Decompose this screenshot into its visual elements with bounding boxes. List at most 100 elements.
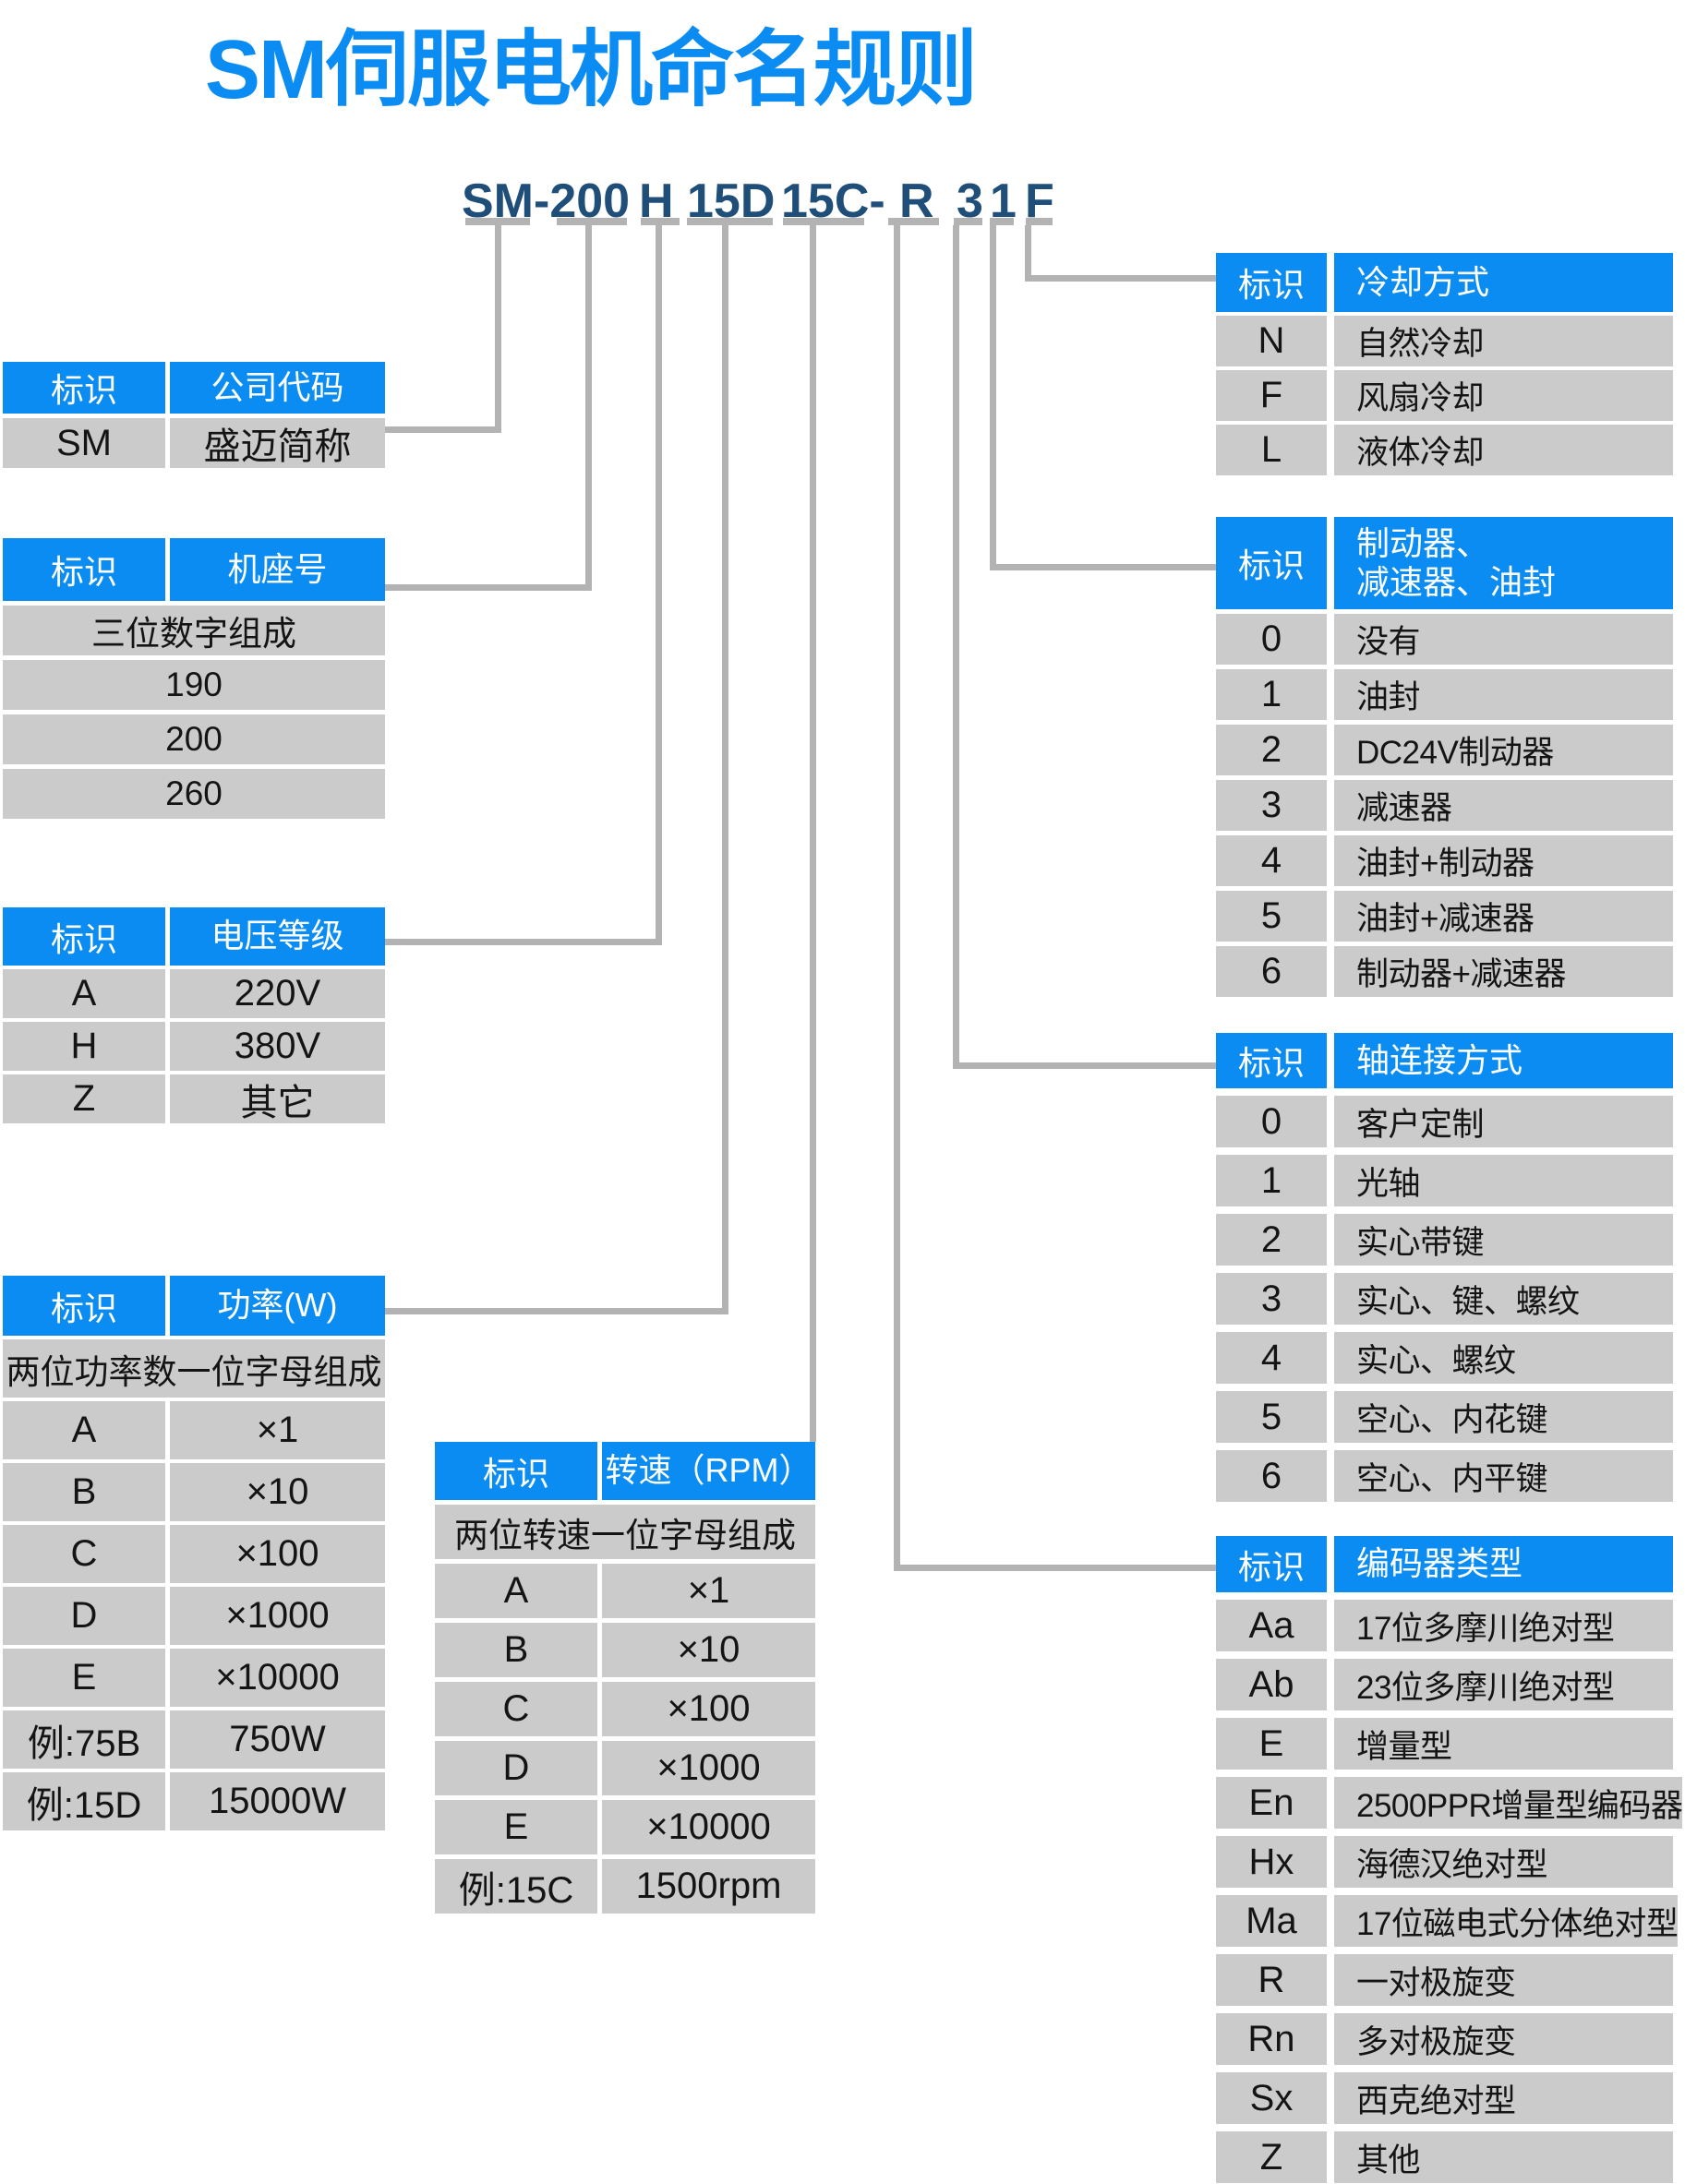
table-cell-code: 1 xyxy=(1216,669,1327,720)
table-cell-span: 两位功率数一位字母组成 xyxy=(3,1339,385,1398)
connector-200-horizontal xyxy=(385,584,592,591)
header-cell-title: 转速（RPM） xyxy=(602,1442,815,1500)
table-cell-value: 750W xyxy=(170,1710,385,1769)
table-cell-value: 实心带键 xyxy=(1334,1214,1673,1266)
table-cell-value: 17位多摩川绝对型 xyxy=(1334,1600,1673,1651)
table-cell-code: 0 xyxy=(1216,614,1327,665)
table-cell-value: 实心、键、螺纹 xyxy=(1334,1273,1673,1325)
table-header-row: 标识转速（RPM） xyxy=(435,1442,815,1500)
underline-1 xyxy=(990,218,1014,225)
connector-15d-vertical xyxy=(722,225,728,1314)
header-cell-id: 标识 xyxy=(3,907,165,966)
table-cell-value: ×10000 xyxy=(602,1800,815,1854)
connector-200-vertical xyxy=(585,225,592,591)
table-cell-code: A xyxy=(3,969,165,1018)
underline-sm xyxy=(465,218,530,225)
table-header-row: 标识冷却方式 xyxy=(1216,253,1673,312)
table-cell-code: A xyxy=(3,1401,165,1459)
connector-3-vertical xyxy=(953,225,959,1069)
table-header-row: 标识制动器、 减速器、油封 xyxy=(1216,517,1673,609)
table-cell-code: Rn xyxy=(1216,2013,1327,2065)
table-cell-value: ×100 xyxy=(602,1682,815,1736)
table-cell-value: 自然冷却 xyxy=(1334,316,1673,366)
table-cell-value: 空心、内平键 xyxy=(1334,1450,1673,1502)
table-cell-span: 两位转速一位字母组成 xyxy=(435,1505,815,1559)
table-cell-code: 6 xyxy=(1216,946,1327,997)
table-cell-code: Z xyxy=(1216,2131,1327,2183)
table-cell-value: 17位磁电式分体绝对型 xyxy=(1334,1895,1679,1947)
table-cell-code: En xyxy=(1216,1777,1327,1829)
table-cell-code: 6 xyxy=(1216,1450,1327,1502)
table-cell-value: 油封 xyxy=(1334,669,1673,720)
connector-15c-vertical xyxy=(810,225,816,1442)
table-cell-value: 海德汉绝对型 xyxy=(1334,1836,1673,1888)
connector-sm-vertical xyxy=(495,225,501,433)
table-cell-code: L xyxy=(1216,425,1327,475)
table-cell-value: ×10000 xyxy=(170,1649,385,1707)
table-row: 200 xyxy=(3,714,385,764)
table-cell-value: 没有 xyxy=(1334,614,1673,665)
table-row: A×1 xyxy=(3,1401,385,1459)
table-cell-value: 增量型 xyxy=(1334,1718,1673,1770)
table-cell-value: 23位多摩川绝对型 xyxy=(1334,1659,1673,1710)
table-cell-code: C xyxy=(435,1682,597,1736)
table-cell-code: F xyxy=(1216,370,1327,421)
table-cell-code: 例:75B xyxy=(3,1710,165,1769)
table-cell-code: Ma xyxy=(1216,1895,1327,1947)
table-cell-code: 2 xyxy=(1216,1214,1327,1266)
underline-15c xyxy=(783,218,864,225)
header-cell-title: 功率(W) xyxy=(170,1276,385,1336)
header-cell-id: 标识 xyxy=(3,538,165,601)
table-cell-code: C xyxy=(3,1525,165,1583)
table-cell-value: 空心、内花键 xyxy=(1334,1391,1673,1443)
table-row: 260 xyxy=(3,769,385,819)
underline-h xyxy=(641,218,680,225)
table-cell-value: ×10 xyxy=(602,1623,815,1677)
table-cell-span: 200 xyxy=(3,714,385,764)
table-row: D×1000 xyxy=(435,1741,815,1795)
table-header-row: 标识轴连接方式 xyxy=(1216,1033,1673,1088)
header-cell-id: 标识 xyxy=(3,362,165,414)
table-cell-code: 5 xyxy=(1216,891,1327,942)
table-cell-value: 液体冷却 xyxy=(1334,425,1673,475)
header-cell-id: 标识 xyxy=(1216,517,1327,609)
table-cell-span: 260 xyxy=(3,769,385,819)
table-cell-code: D xyxy=(3,1587,165,1645)
connector-15d-horizontal xyxy=(385,1308,728,1314)
table-cell-code: 例:15D xyxy=(3,1772,165,1830)
table-cell-value: 一对极旋变 xyxy=(1334,1954,1673,2006)
table-cell-code: Z xyxy=(3,1074,165,1123)
table-row: C×100 xyxy=(435,1682,815,1736)
table-cell-code: 0 xyxy=(1216,1096,1327,1147)
header-cell-title: 公司代码 xyxy=(170,362,385,414)
table-row: 190 xyxy=(3,660,385,710)
header-cell-title: 机座号 xyxy=(170,538,385,601)
table-cell-value: 2500PPR增量型编码器 xyxy=(1334,1777,1683,1829)
table-cell-value: ×1000 xyxy=(170,1587,385,1645)
table-cell-code: 3 xyxy=(1216,1273,1327,1325)
table-cell-span: 190 xyxy=(3,660,385,710)
table-cell-value: 多对极旋变 xyxy=(1334,2013,1673,2065)
connector-f-vertical xyxy=(1025,225,1031,282)
table-row: C×100 xyxy=(3,1525,385,1583)
